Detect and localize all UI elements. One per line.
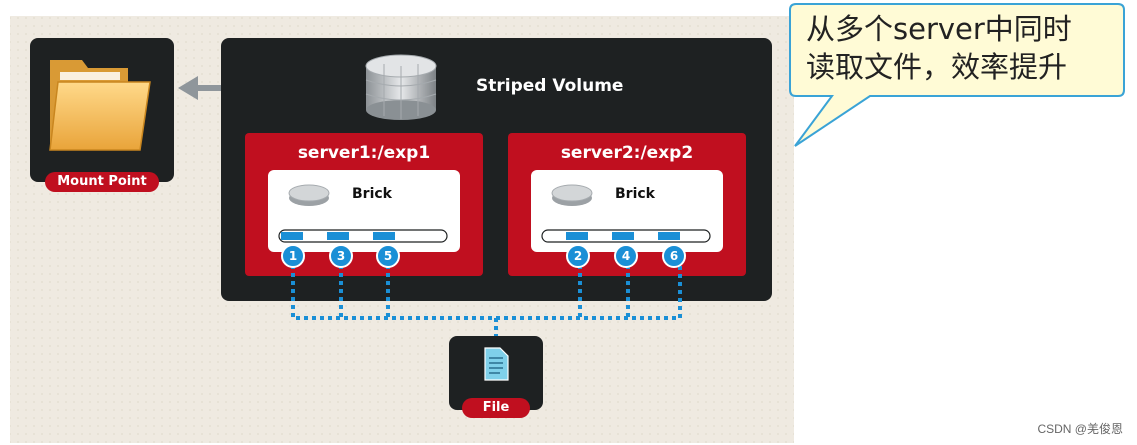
volume-title: Striped Volume	[476, 76, 624, 96]
volume-cylinder-icon	[365, 54, 437, 120]
server2-brick-label: Brick	[615, 186, 655, 202]
watermark: CSDN @羌俊恩	[1037, 422, 1123, 436]
document-icon	[484, 347, 509, 381]
dotted-connectors	[291, 265, 682, 338]
server1-title: server1:/exp1	[297, 143, 431, 163]
chunk-badge: 5	[376, 244, 400, 268]
server2-stripe-bar	[541, 229, 711, 243]
chunk-badge: 4	[614, 244, 638, 268]
server1-stripe-bar	[278, 229, 448, 243]
file-label: File	[462, 398, 530, 418]
chunk-badge: 1	[281, 244, 305, 268]
server1-disk-icon	[288, 184, 330, 206]
callout-text: 从多个server中同时 读取文件，效率提升	[806, 10, 1106, 86]
callout-line-1: 从多个server中同时	[806, 12, 1072, 46]
server1-brick-label: Brick	[352, 186, 392, 202]
mount-point-label: Mount Point	[45, 172, 159, 192]
chunk-badge: 2	[566, 244, 590, 268]
server2-disk-icon	[551, 184, 593, 206]
callout-bubble	[789, 3, 1125, 147]
callout-line-2: 读取文件，效率提升	[806, 50, 1068, 84]
folder-icon	[49, 60, 151, 151]
chunk-badge: 3	[329, 244, 353, 268]
chunk-badge: 6	[662, 244, 686, 268]
server2-title: server2:/exp2	[560, 143, 694, 163]
